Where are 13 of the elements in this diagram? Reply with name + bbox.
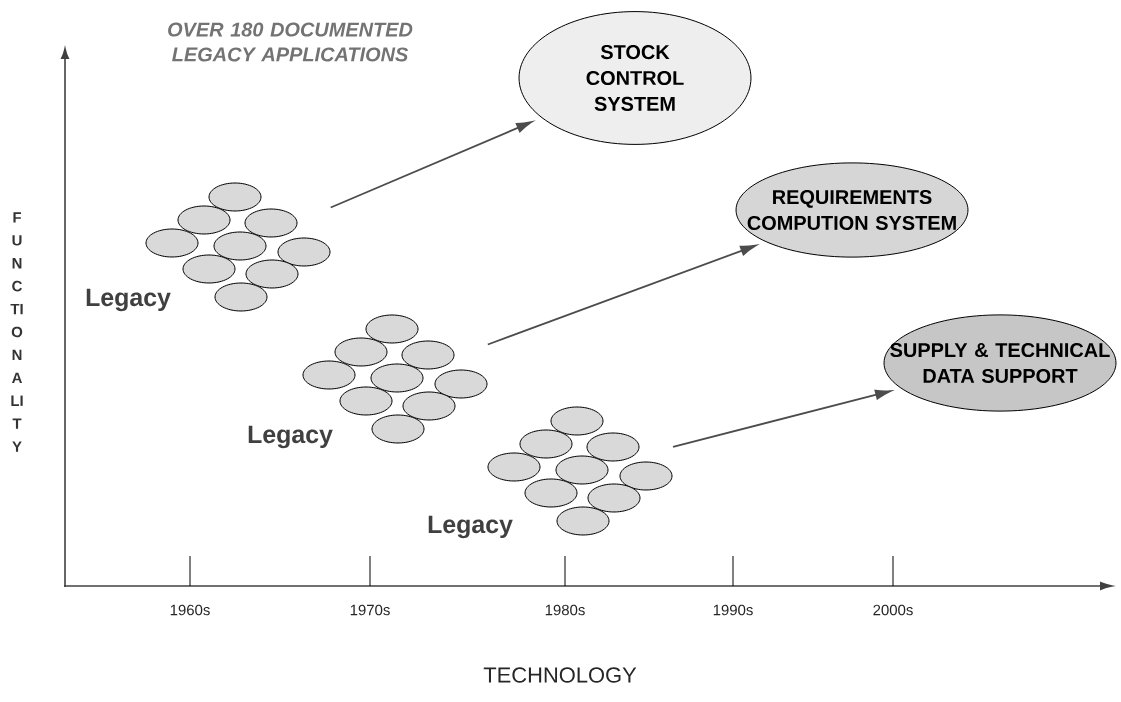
cluster-label: Legacy — [428, 515, 513, 539]
tick-label: 1970s — [350, 604, 390, 616]
cluster-label: Legacy — [248, 425, 333, 449]
heading: OVER 180 DOCUMENTED LEGACY APPLICATIONS — [168, 22, 413, 62]
axis-title: TECHNOLOGY — [483, 667, 637, 683]
axis-title: FUNCTIONALITY — [10, 212, 23, 452]
tick-label: 1990s — [713, 604, 753, 616]
tick-label: 1960s — [170, 604, 210, 616]
arrow — [486, 244, 757, 346]
tick-label: 2000s — [873, 604, 913, 616]
tick-label: 1980s — [545, 604, 585, 616]
arrow — [329, 121, 533, 209]
cluster-label: Legacy — [86, 288, 171, 312]
